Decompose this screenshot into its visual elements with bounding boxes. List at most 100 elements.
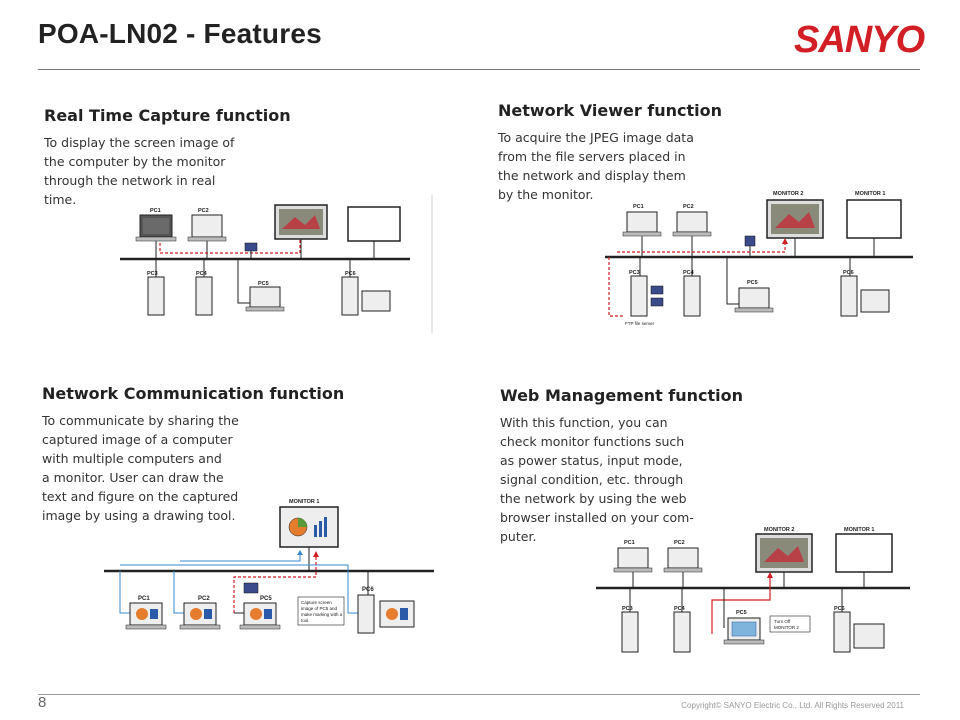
- pc4-label: PC4: [683, 270, 695, 276]
- viewer-line: by the monitor.: [498, 187, 594, 202]
- pc6-label: PC6: [834, 606, 845, 612]
- communication-line: To communicate by sharing the: [42, 413, 239, 428]
- svg-text:SANYO: SANYO: [794, 19, 925, 61]
- pc1-label: PC1: [633, 204, 644, 210]
- web-line: signal condition, etc. through: [500, 472, 684, 487]
- pc6-label: PC6: [843, 270, 854, 276]
- note-line: Capture screen: [301, 600, 332, 605]
- pc3-tower: [147, 276, 165, 316]
- pc1-laptop: [617, 547, 649, 569]
- viewer-line: from the file servers placed in: [498, 149, 686, 164]
- note-line: tool.: [301, 618, 310, 623]
- annotation-note: [769, 615, 811, 633]
- page-title: POA-LN02 - Features: [38, 18, 322, 49]
- pc2-laptop: [187, 214, 227, 259]
- pc6-monitor: [860, 289, 890, 313]
- pc1-label: PC1: [624, 540, 635, 546]
- web-line: puter.: [500, 529, 537, 544]
- pc4-label: PC4: [196, 271, 208, 277]
- viewer-line: the network and display them: [498, 168, 686, 183]
- realtime-description: To display the screen image of the compu…: [44, 133, 274, 209]
- realtime-line: through the network in real: [44, 173, 216, 188]
- pc1-laptop: [626, 211, 658, 233]
- pc4-label: PC4: [674, 606, 686, 612]
- monitor2-label: MONITOR 2: [773, 191, 803, 197]
- monitor1-label: MONITOR 1: [844, 527, 874, 533]
- web-line: the network by using the web: [500, 491, 687, 506]
- pc1-label: PC1: [138, 596, 150, 602]
- note-line: Turn Off: [774, 619, 791, 624]
- pc5-label: PC5: [258, 281, 269, 287]
- realtime-line: time.: [44, 192, 77, 207]
- pc5-label: PC5: [736, 610, 747, 616]
- adapter-icon: [744, 235, 756, 247]
- pc1-label: PC1: [150, 208, 161, 214]
- pc1-laptop: [135, 214, 177, 259]
- pc2-laptop: [676, 211, 708, 233]
- communication-title: Network Communication function: [42, 384, 345, 403]
- communication-line: with multiple computers and: [42, 451, 222, 466]
- pc6-tower: [833, 611, 851, 653]
- communication-line: text and figure on the captured: [42, 489, 239, 504]
- communication-section: Network Communication function To commun…: [42, 384, 345, 525]
- pc5-laptop: [249, 286, 281, 308]
- pc6-monitor: [361, 290, 391, 312]
- note-line: image of PC5 and: [301, 606, 338, 611]
- communication-line: a monitor. User can draw the: [42, 470, 224, 485]
- monitor1-display: [279, 506, 339, 548]
- monitor1-display: [835, 533, 893, 573]
- sanyo-logo: SANYO: [794, 19, 926, 61]
- viewer-section: Network Viewer function To acquire the J…: [498, 101, 748, 204]
- web-description: With this function, you can check monito…: [500, 413, 750, 546]
- realtime-section: Real Time Capture function To display th…: [44, 106, 291, 209]
- viewer-title: Network Viewer function: [498, 101, 723, 120]
- realtime-line: the computer by the monitor: [44, 154, 226, 169]
- pc3-label: PC3: [622, 606, 633, 612]
- adapter-icon: [244, 242, 258, 252]
- note-line: make marking with a: [301, 612, 343, 617]
- pc4-tower: [673, 611, 691, 653]
- monitor2-label: MONITOR 2: [764, 527, 794, 533]
- pc2-label: PC2: [198, 208, 209, 214]
- pc6-tower: [357, 594, 375, 634]
- monitor1-display: [846, 199, 902, 239]
- communication-description: To communicate by sharing the captured i…: [42, 411, 332, 525]
- pc6-tower: [840, 275, 858, 317]
- pc6-monitor: [853, 623, 885, 649]
- web-line: browser installed on your com-: [500, 510, 694, 525]
- pc2-label: PC2: [198, 596, 210, 602]
- realtime-line: To display the screen image of: [44, 135, 235, 150]
- pc5-label: PC5: [747, 280, 758, 286]
- pc3-tower: [621, 611, 639, 653]
- note-line: MONITOR 2: [774, 625, 799, 630]
- adapter-icon: [243, 582, 259, 594]
- ftp-label: FTP file server: [625, 321, 655, 326]
- page-number: 8: [38, 694, 47, 711]
- viewer-description: To acquire the JPEG image data from the …: [498, 128, 748, 204]
- communication-diagram: MONITOR 1 PC1 PC2 PC5: [100, 495, 440, 645]
- communication-line: captured image of a computer: [42, 432, 233, 447]
- viewer-line: To acquire the JPEG image data: [498, 130, 694, 145]
- realtime-diagram: PC1 PC2 PC3 PC4: [110, 195, 435, 335]
- pc3-tower: [630, 275, 648, 317]
- monitor1-label: MONITOR 1: [855, 191, 885, 197]
- pc2-label: PC2: [683, 204, 694, 210]
- pc6-label: PC6: [345, 271, 356, 277]
- web-line: With this function, you can: [500, 415, 668, 430]
- pc5-laptop: [738, 287, 770, 309]
- monitor1-label: MONITOR 1: [289, 499, 319, 505]
- pc3-label: PC3: [629, 270, 640, 276]
- web-diagram: MONITOR 2 MONITOR 1 PC1 PC2 PC3 PC4 PC5: [592, 524, 914, 664]
- header-divider: [38, 69, 920, 70]
- footer-divider: [38, 694, 920, 695]
- communication-line: image by using a drawing tool.: [42, 508, 236, 523]
- web-line: as power status, input mode,: [500, 453, 683, 468]
- monitor-blank: [347, 206, 401, 259]
- pc2-laptop: [667, 547, 699, 569]
- web-section: Web Management function With this functi…: [500, 386, 750, 546]
- annotation-note: [297, 596, 345, 626]
- viewer-diagram: MONITOR 2 MONITOR 1 PC1 PC2 PC3 FTP file…: [595, 188, 915, 330]
- pc5-label: PC5: [260, 596, 272, 602]
- web-title: Web Management function: [500, 386, 744, 405]
- pc2-label: PC2: [674, 540, 685, 546]
